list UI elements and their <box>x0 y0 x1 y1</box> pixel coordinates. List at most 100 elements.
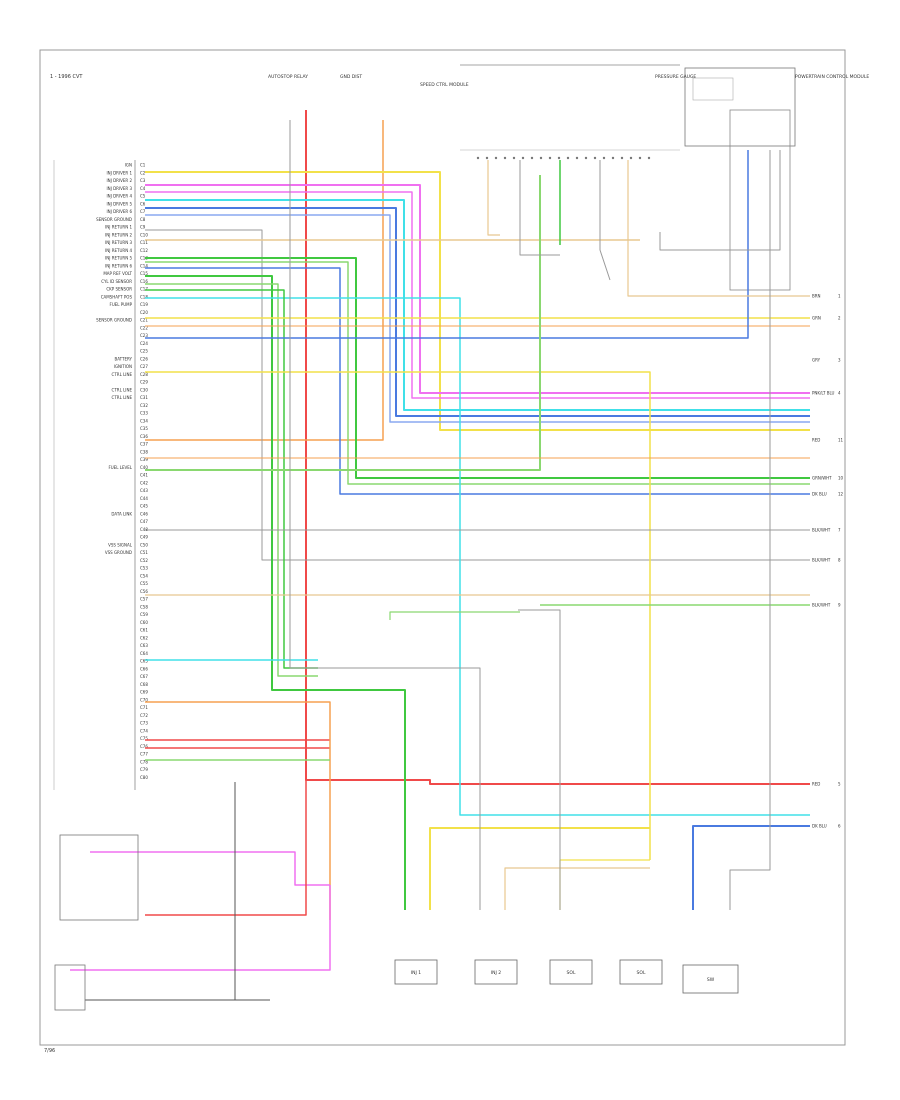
top-pin <box>494 156 498 160</box>
right-wire-ref: 5 <box>838 782 841 787</box>
wire-tan <box>504 867 650 910</box>
pcm-circuit-label: SENSOR GROUND <box>96 217 132 222</box>
pcm-pin-label: C72 <box>140 713 148 718</box>
right-wire-ref: 3 <box>838 358 841 363</box>
pcm-pin-label: C2 <box>140 170 146 175</box>
pcm-circuit-label: INJ RETURN 4 <box>105 248 132 253</box>
top-connector-a-label: AUTOSTOP RELAY <box>268 74 308 80</box>
pcm-circuit-label: INJ RETURN 1 <box>105 225 132 230</box>
wire-tan <box>487 160 500 236</box>
pcm-circuit-label: INJ RETURN 5 <box>105 256 132 261</box>
component-box <box>394 959 438 985</box>
pcm-pin-label: C64 <box>140 651 148 656</box>
pcm-pin-label: C17 <box>140 287 148 292</box>
pcm-circuit-label: INJ DRIVER 3 <box>106 186 132 191</box>
pcm-circuit-label: INJ DRIVER 5 <box>106 201 132 206</box>
top-pin <box>638 156 642 160</box>
pcm-circuit-label: INJ RETURN 3 <box>105 240 132 245</box>
pcm-pin-label: C74 <box>140 728 148 733</box>
pcm-pin-label: C9 <box>140 225 146 230</box>
pcm-pin-label: C41 <box>140 473 148 478</box>
pcm-pin-label: C63 <box>140 643 148 648</box>
ecm-main-label: POWERTRAIN CONTROL MODULE <box>795 74 869 80</box>
right-wire-label: RED <box>812 782 820 787</box>
gauge-module-box <box>684 67 796 147</box>
pcm-circuit-label: IGNITION <box>114 364 132 369</box>
pcm-pin-label: C68 <box>140 682 148 687</box>
pcm-pin-label: C55 <box>140 581 148 586</box>
pcm-pin-label: C10 <box>140 232 148 237</box>
pcm-pin-label: C39 <box>140 457 148 462</box>
pcm-circuit-label: CTRL LINE <box>112 395 133 400</box>
pcm-pin-label: C38 <box>140 449 148 454</box>
pcm-pin-label: C71 <box>140 705 148 710</box>
top-pin <box>620 156 624 160</box>
pcm-pin-label: C20 <box>140 310 148 315</box>
pcm-pin-label: C79 <box>140 767 148 772</box>
wire-cyan <box>145 199 810 411</box>
wire-gray <box>519 160 560 256</box>
wire-pink <box>145 184 810 394</box>
pcm-pin-label: C42 <box>140 480 148 485</box>
pcm-pin-label: C40 <box>140 465 148 470</box>
pcm-pin-label: C31 <box>140 395 148 400</box>
pcm-circuit-label: INJ DRIVER 1 <box>106 170 132 175</box>
pcm-pin-label: C1 <box>140 163 146 168</box>
right-wire-label: GRN/WHT <box>812 476 832 481</box>
pcm-circuit-label: CTRL LINE <box>112 372 133 377</box>
pcm-pin-label: C8 <box>140 217 146 222</box>
pcm-pin-label: C11 <box>140 240 148 245</box>
right-wire-ref: 11 <box>838 438 844 443</box>
pcm-pin-label: C32 <box>140 403 148 408</box>
component-box <box>549 959 593 985</box>
wire-blue <box>145 267 810 495</box>
pcm-pin-label: C28 <box>140 372 148 377</box>
top-pin <box>548 156 552 160</box>
pcm-pin-label: C60 <box>140 620 148 625</box>
pcm-pin-label: C62 <box>140 635 148 640</box>
pcm-pin-label: C65 <box>140 659 148 664</box>
pcm-pin-label: C76 <box>140 744 148 749</box>
top-pin <box>602 156 606 160</box>
pcm-pin-label: C61 <box>140 628 148 633</box>
wire-pink <box>145 191 810 399</box>
right-wire-label: BRN <box>812 294 821 299</box>
pcm-pin-label: C69 <box>140 690 148 695</box>
pcm-pin-label: C7 <box>140 209 146 214</box>
wire-blue <box>692 825 810 910</box>
right-wire-label: RED <box>812 438 820 443</box>
pcm-circuit-label: FUEL PUMP <box>110 302 133 307</box>
pcm-pin-label: C18 <box>140 294 148 299</box>
component-box <box>682 964 739 994</box>
wire-green <box>145 275 406 910</box>
pcm-pin-label: C43 <box>140 488 148 493</box>
right-wire-ref: 9 <box>838 603 841 608</box>
right-wire-label: BLK/WHT <box>812 603 831 608</box>
component-box <box>619 959 663 985</box>
pcm-pin-label: C58 <box>140 604 148 609</box>
pcm-circuit-label: INJ RETURN 2 <box>105 232 132 237</box>
wire-harness <box>70 110 810 1001</box>
pcm-pin-label: C30 <box>140 387 148 392</box>
wire-gray <box>729 150 771 910</box>
pcm-pin-label: C34 <box>140 418 148 423</box>
right-wire-label: PNK/LT BLU <box>812 391 835 396</box>
pcm-pin-label: C77 <box>140 752 148 757</box>
top-pin <box>611 156 615 160</box>
pcm-pin-label: C6 <box>140 201 146 206</box>
pcm-circuit-label: IGN <box>125 163 132 168</box>
top-pin <box>557 156 561 160</box>
pcm-circuit-label: VSS SIGNAL <box>108 542 133 547</box>
pcm-pin-label: C48 <box>140 527 148 532</box>
right-wire-label: DK BLU <box>812 824 827 829</box>
pcm-pin-label: C35 <box>140 426 148 431</box>
right-wire-ref: 6 <box>838 824 841 829</box>
pcm-circuit-label: INJ DRIVER 6 <box>106 209 132 214</box>
top-connector-pins <box>476 156 651 160</box>
wire-green <box>145 257 810 479</box>
pcm-pin-label: C13 <box>140 256 148 261</box>
top-pin <box>530 156 534 160</box>
pcm-pin-label: C37 <box>140 442 148 447</box>
